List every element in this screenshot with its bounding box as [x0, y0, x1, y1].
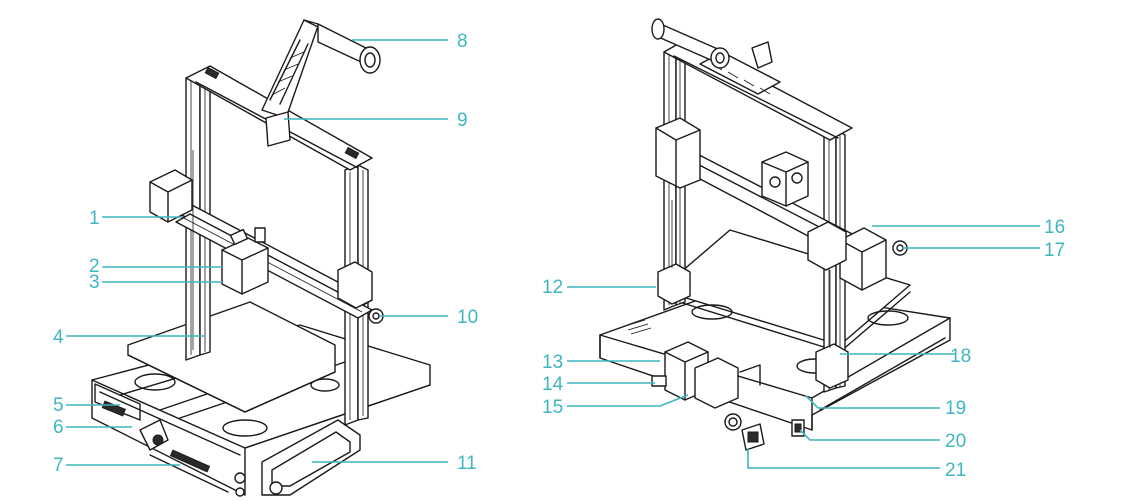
- leader-line-15: [567, 394, 689, 407]
- callout-20: 20: [945, 431, 966, 452]
- callout-18: 18: [950, 346, 971, 367]
- printer-rear-view: [599, 18, 951, 451]
- callout-8: 8: [457, 31, 468, 52]
- callout-21: 21: [945, 460, 966, 481]
- callout-9: 9: [457, 110, 468, 131]
- callout-4: 4: [53, 327, 64, 348]
- callout-17: 17: [1044, 240, 1065, 261]
- callout-15: 15: [542, 397, 563, 418]
- callout-3: 3: [89, 272, 100, 293]
- callout-5: 5: [53, 395, 64, 416]
- callout-6: 6: [53, 417, 64, 438]
- callout-leaders: [66, 39, 1040, 469]
- callout-7: 7: [53, 455, 64, 476]
- callout-1: 1: [89, 208, 100, 229]
- leader-line-19: [805, 395, 940, 409]
- leader-line-21: [747, 448, 940, 469]
- callout-13: 13: [542, 352, 563, 373]
- callout-10: 10: [457, 307, 478, 328]
- callout-19: 19: [945, 398, 966, 419]
- printer-front-view: [91, 19, 431, 497]
- callout-12: 12: [542, 277, 563, 298]
- callout-16: 16: [1044, 217, 1065, 238]
- callout-14: 14: [542, 374, 564, 395]
- callout-11: 11: [457, 453, 477, 474]
- callout-labels: 1 2 3 4 5 6 7 8 9 10 11 12 13 14 15 16 1…: [53, 31, 1065, 481]
- callout-2: 2: [89, 256, 100, 277]
- leader-line-20: [799, 429, 940, 441]
